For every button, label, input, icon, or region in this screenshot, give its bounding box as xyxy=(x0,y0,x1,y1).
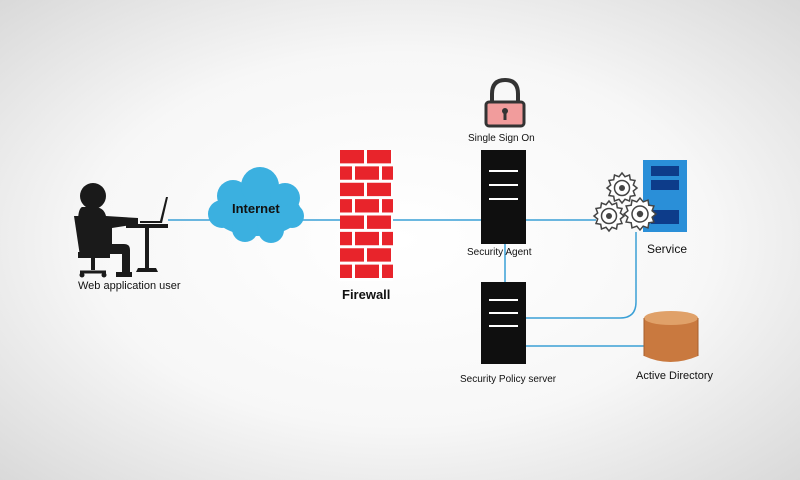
gear-ring xyxy=(631,205,649,223)
brick xyxy=(367,215,391,229)
gear-ring xyxy=(613,179,631,197)
policy-server-label: Security Policy server xyxy=(460,374,557,385)
gear-ring xyxy=(600,207,618,225)
cloud-icon xyxy=(208,167,304,243)
brick xyxy=(367,248,391,262)
brick xyxy=(382,199,393,213)
brick xyxy=(382,166,393,180)
connector-lines xyxy=(168,219,644,347)
active-directory-label: Active Directory xyxy=(636,370,714,382)
person-at-laptop-icon xyxy=(74,183,168,278)
service-label: Service xyxy=(647,242,688,256)
brick xyxy=(382,264,393,278)
brick xyxy=(367,150,391,164)
brick xyxy=(340,215,364,229)
brick xyxy=(355,166,379,180)
brick xyxy=(340,150,364,164)
brick xyxy=(340,166,352,180)
gear-hub xyxy=(606,213,612,219)
database-cylinder-icon xyxy=(643,311,699,362)
brick xyxy=(340,248,364,262)
brick xyxy=(367,182,391,197)
gears-icon xyxy=(592,171,658,233)
brick xyxy=(355,264,379,278)
brick xyxy=(340,199,352,213)
padlock-icon xyxy=(484,77,526,128)
sso-label: Single Sign On xyxy=(468,133,535,144)
connector-policy-service xyxy=(526,232,637,319)
brick xyxy=(340,231,352,246)
user-label: Web application user xyxy=(78,280,181,292)
policy-server-icon xyxy=(481,282,526,364)
gear-hub xyxy=(619,185,625,191)
brick-wall-icon xyxy=(340,150,393,281)
brick xyxy=(355,199,379,213)
security-agent-label: Security Agent xyxy=(467,247,532,258)
firewall-label: Firewall xyxy=(342,287,391,302)
security-agent-server-icon xyxy=(481,150,526,244)
brick xyxy=(355,231,379,246)
internet-label: Internet xyxy=(232,201,280,216)
brick xyxy=(340,264,352,278)
brick xyxy=(382,231,393,246)
gear-hub xyxy=(636,210,644,218)
brick xyxy=(340,182,364,197)
